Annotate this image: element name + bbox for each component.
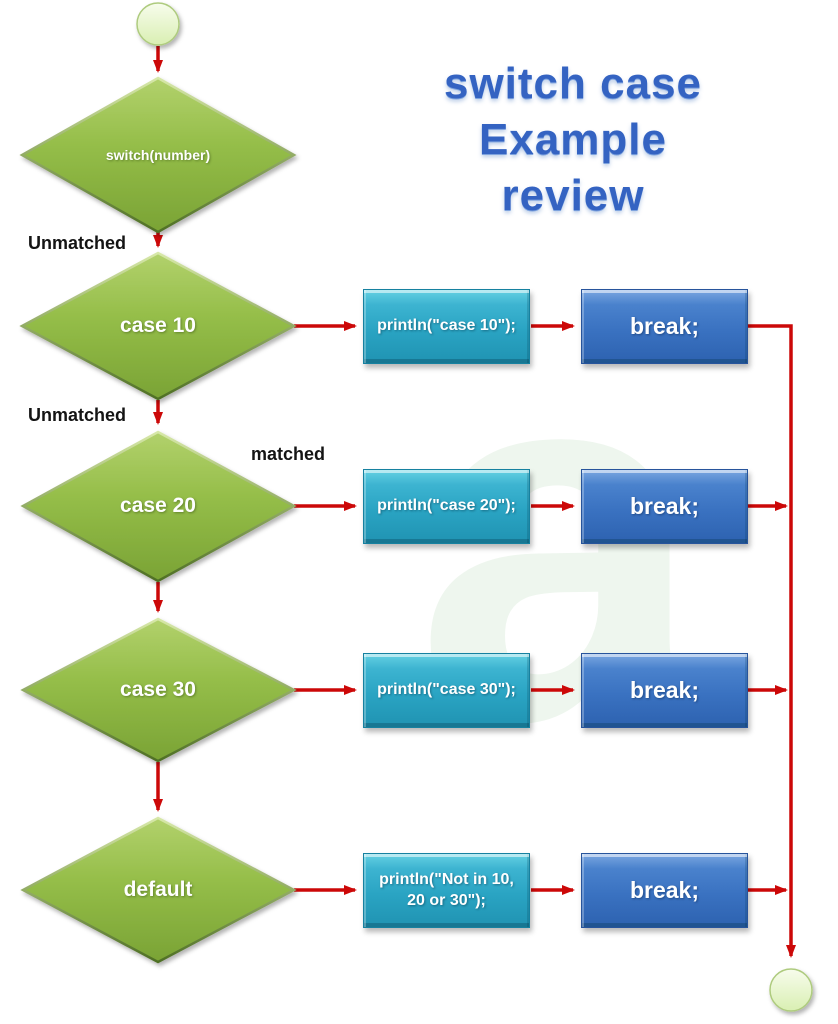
- case30-diamond-label: case 30: [120, 678, 196, 701]
- action-box-case30: println("case 30");: [363, 653, 530, 728]
- break-box-3: break;: [581, 653, 748, 728]
- action-box-default: println("Not in 10, 20 or 30");: [363, 853, 530, 928]
- case20-diamond: [20, 430, 297, 583]
- action-box-case10-text: println("case 10");: [377, 317, 516, 335]
- action-box-case20: println("case 20");: [363, 469, 530, 544]
- action-box-case30-text: println("case 30");: [377, 681, 516, 699]
- break-box-1: break;: [581, 289, 748, 364]
- case10-diamond: [19, 251, 297, 401]
- unmatched-label-top: Unmatched: [28, 233, 127, 253]
- action-box-case10: println("case 10");: [363, 289, 530, 364]
- default-diamond-label: default: [123, 878, 193, 901]
- default-diamond: [20, 816, 297, 964]
- break-box-4-text: break;: [629, 877, 700, 903]
- action-box-default-line1: println("Not in 10,: [379, 870, 514, 888]
- end-terminal-circle: [769, 968, 813, 1012]
- page-title: switch case Example review: [373, 56, 773, 224]
- connector-break1-to-end: [748, 324, 796, 958]
- unmatched-label-mid: Unmatched: [28, 405, 127, 425]
- case10-diamond-label: case 10: [120, 314, 196, 337]
- switch-diamond-label: switch(number): [105, 147, 211, 163]
- break-box-4: break;: [581, 853, 748, 928]
- title-line-3: review: [501, 171, 645, 220]
- break-box-2-text: break;: [629, 493, 700, 519]
- action-box-case20-text: println("case 20");: [377, 497, 516, 515]
- switch-diamond: [19, 76, 297, 234]
- break-box-1-text: break;: [629, 313, 700, 339]
- case30-diamond: [20, 617, 297, 763]
- break-box-3-text: break;: [629, 677, 700, 703]
- title-line-1: switch case: [443, 59, 703, 108]
- break-box-2: break;: [581, 469, 748, 544]
- title-line-2: Example: [479, 115, 667, 164]
- action-box-default-line2: 20 or 30");: [407, 891, 486, 909]
- case20-diamond-label: case 20: [120, 494, 196, 517]
- matched-label: matched: [251, 444, 326, 464]
- start-terminal-circle: [136, 2, 180, 46]
